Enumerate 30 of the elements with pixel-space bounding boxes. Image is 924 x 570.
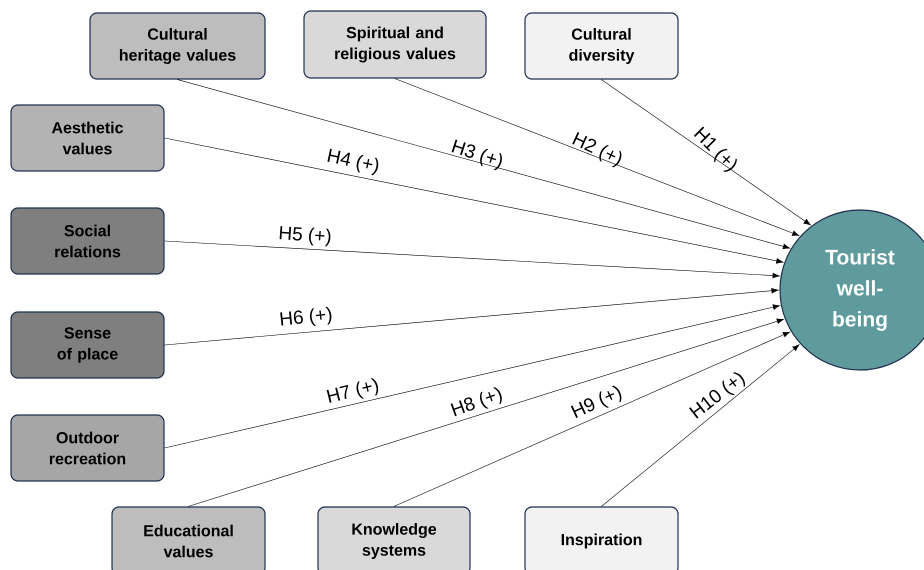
edge-label: H4 (+): [327, 148, 378, 176]
arrow: [394, 78, 800, 236]
factor-box: Inspiration: [524, 506, 679, 570]
edge-label: H1 (+): [694, 126, 737, 172]
arrow: [164, 288, 778, 346]
arrow: [394, 332, 790, 507]
edge-label: H2 (+): [572, 132, 622, 168]
edge-label: H6 (+): [280, 306, 332, 326]
factor-box: Social relations: [10, 207, 165, 275]
factor-box: Cultural diversity: [524, 12, 679, 80]
factor-box: Sense of place: [10, 311, 165, 379]
factor-box: Knowledge systems: [317, 506, 471, 570]
factor-box: Aesthetic values: [10, 104, 165, 172]
edge-label: H8 (+): [450, 387, 502, 416]
edge-label: H5 (+): [280, 226, 330, 246]
edge-label: H3 (+): [452, 140, 502, 170]
arrow: [177, 79, 790, 250]
arrow: [601, 344, 800, 507]
arrow: [164, 240, 780, 278]
arrow: [164, 138, 784, 264]
factor-box: Spiritual and religious values: [303, 10, 487, 79]
arrow: [601, 79, 811, 226]
arrow: [188, 318, 784, 507]
edge-label: H7 (+): [326, 378, 378, 403]
factor-box: Educational values: [111, 506, 266, 570]
factor-box: Cultural heritage values: [89, 12, 266, 80]
arrow: [164, 304, 780, 448]
factor-box: Outdoor recreation: [10, 414, 165, 482]
edge-label: H10 (+): [689, 372, 746, 419]
edge-label: H9 (+): [570, 386, 622, 418]
